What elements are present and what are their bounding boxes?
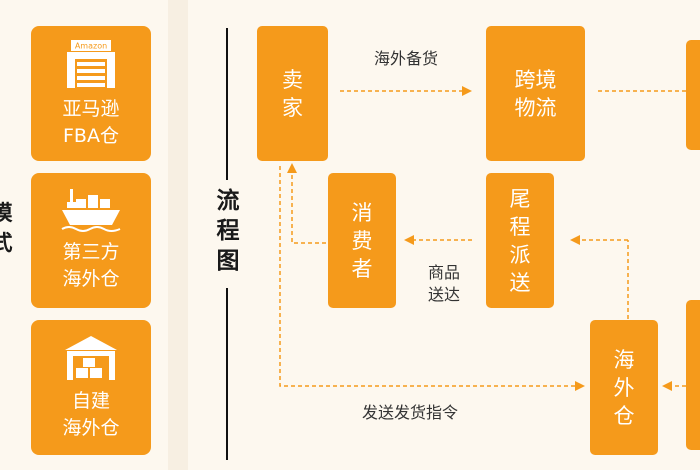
node-last-mile: 尾 程 派 送: [486, 173, 554, 308]
arrowhead-warehouse: [575, 381, 585, 391]
mode-label-self-built: 自建 海外仓: [62, 389, 120, 439]
node-seller: 卖 家: [257, 26, 328, 161]
edge-label-delivery: 商品 送达: [427, 263, 460, 304]
mode-label-amazon-fba: 亚马逊 FBA仓: [62, 97, 120, 147]
node-overseas-warehouse: 海 外 仓: [590, 320, 658, 455]
amazon-logo-text: Amazon: [75, 41, 107, 50]
warehouse-boxes-icon: [65, 335, 117, 380]
arrowhead-consumer: [404, 235, 414, 245]
node-edge-right-top: [686, 40, 700, 150]
arrowhead-warehouse-right: [662, 381, 672, 391]
edge-label-stocking: 海外备货: [373, 49, 438, 68]
mode-card-self-built: 自建 海外仓: [31, 320, 151, 455]
arrow-seller-to-warehouse: [279, 166, 582, 387]
amazon-warehouse-icon: Amazon: [67, 39, 115, 88]
arrowhead-logistics: [462, 86, 472, 96]
arrowhead-lastmile: [570, 235, 580, 245]
arrowhead-seller: [287, 163, 297, 173]
mode-label-third-party: 第三方 海外仓: [62, 240, 120, 290]
arrow-consumer-to-seller: [291, 167, 326, 244]
flowchart-title: 流 程 图: [216, 188, 240, 274]
node-edge-right-bottom: [686, 300, 700, 450]
mode-card-amazon-fba: Amazon 亚马逊 FBA仓: [31, 26, 151, 161]
edge-label-instruction: 发送发货指令: [361, 403, 458, 422]
mode-card-third-party: 第三方 海外仓: [31, 173, 151, 308]
cargo-ship-icon: [61, 188, 121, 232]
node-consumer: 消 费 者: [328, 173, 396, 308]
node-logistics: 跨境 物流: [486, 26, 585, 161]
mode-side-label: 模 式: [0, 201, 13, 255]
